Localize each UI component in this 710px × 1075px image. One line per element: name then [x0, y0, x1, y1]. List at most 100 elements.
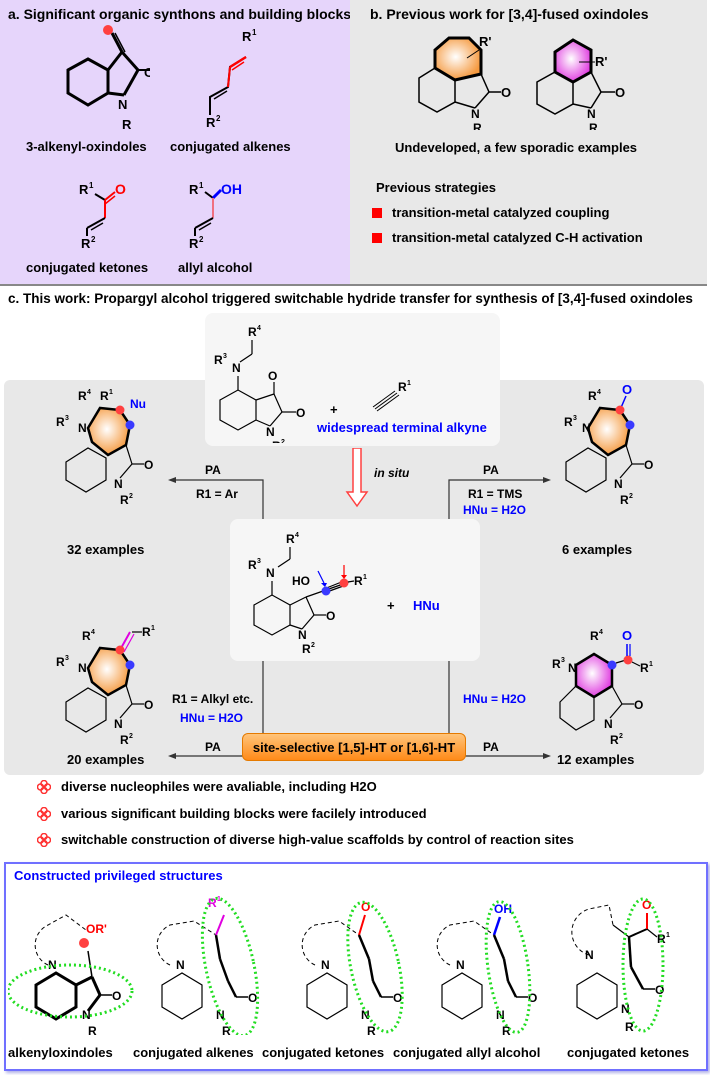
top-right-nucleophile: HNu = H2O: [463, 503, 527, 517]
svg-text:N: N: [456, 958, 465, 972]
top-left-examples: 32 examples: [67, 542, 145, 557]
feature-bullet: switchable construction of diverse high-…: [37, 832, 574, 847]
svg-text:O: O: [615, 85, 625, 100]
feature-bullet: diverse nucleophiles were avaliable, inc…: [37, 779, 377, 794]
svg-text:N: N: [78, 661, 87, 675]
svg-text:R: R: [82, 629, 91, 643]
svg-text:O: O: [112, 989, 121, 1003]
panel-b: b. Previous work for [3,4]-fused oxindol…: [350, 0, 707, 286]
svg-text:O: O: [248, 991, 257, 1005]
terminal-alkyne-label: widespread terminal alkyne: [317, 420, 487, 435]
substituent-sphere: [103, 25, 113, 35]
label-3-alkenyl-oxindoles: 3-alkenyl-oxindoles: [26, 139, 147, 154]
svg-text:2: 2: [629, 493, 633, 500]
svg-text:R: R: [100, 389, 109, 403]
svg-text:O: O: [501, 85, 511, 100]
bottom-left-catalyst: PA: [205, 740, 221, 754]
bottom-right-catalyst: PA: [483, 740, 499, 754]
svg-text:R: R: [248, 325, 257, 339]
svg-text:4: 4: [257, 325, 261, 332]
svg-text:R: R: [657, 932, 666, 946]
svg-text:R: R: [354, 574, 363, 588]
svg-text:R: R: [242, 29, 252, 44]
bottom-right-examples: 12 examples: [557, 752, 635, 767]
svg-text:R: R: [367, 1024, 376, 1035]
privileged-title: Constructed privileged structures: [14, 868, 223, 883]
svg-text:2: 2: [311, 642, 315, 649]
svg-text:N: N: [582, 421, 591, 435]
svg-text:O: O: [144, 458, 153, 472]
privileged-label-2: conjugated alkenes: [133, 1045, 254, 1060]
svg-text:R: R: [610, 733, 619, 747]
panel-b-title: b. Previous work for [3,4]-fused oxindol…: [370, 6, 649, 22]
svg-text:R: R: [398, 380, 407, 394]
label-allyl-alcohol: allyl alcohol: [178, 260, 253, 275]
svg-text:1: 1: [217, 896, 221, 903]
svg-text:1: 1: [151, 625, 155, 632]
fused-seven-ring-structure: O N R R': [418, 34, 511, 130]
svg-text:R: R: [302, 642, 311, 655]
svg-text:4: 4: [295, 532, 299, 539]
svg-text:1: 1: [407, 380, 411, 387]
panel-a: a. Significant organic synthons and buil…: [0, 0, 351, 286]
plus-sign: +: [387, 598, 395, 613]
red-atom-marker: [339, 578, 349, 588]
svg-text:Nu: Nu: [130, 397, 146, 411]
svg-text:O: O: [644, 458, 653, 472]
svg-text:O: O: [642, 898, 651, 912]
svg-text:R: R: [286, 532, 295, 546]
svg-text:R: R: [88, 1024, 97, 1035]
svg-text:1: 1: [649, 661, 653, 668]
alkenyl-oxindole-structure: O N R: [66, 25, 150, 132]
top-right-catalyst: PA: [483, 463, 499, 477]
svg-text:R: R: [189, 236, 199, 250]
svg-text:R': R': [479, 34, 491, 49]
svg-text:N: N: [496, 1008, 505, 1022]
svg-text:2: 2: [129, 733, 133, 740]
structure-allyl-alcohol: OH O NR N: [436, 900, 537, 1035]
svg-text:OR': OR': [86, 922, 107, 936]
svg-text:R: R: [620, 493, 629, 507]
plus-sign: +: [330, 402, 338, 417]
feature-bullet: various significant building blocks were…: [37, 806, 427, 821]
starting-materials-box: R4 R3 N O O N R2 + R1 widespread termina…: [205, 313, 500, 446]
svg-text:1: 1: [252, 28, 257, 37]
bottom-left-examples: 20 examples: [67, 752, 145, 767]
blue-atom-marker: [321, 586, 331, 596]
svg-text:3: 3: [573, 415, 577, 422]
svg-text:4: 4: [597, 389, 601, 396]
strategies-title: Previous strategies: [376, 180, 496, 195]
svg-text:O: O: [634, 698, 643, 712]
svg-text:N: N: [114, 717, 123, 731]
svg-text:R: R: [79, 182, 89, 197]
fused-six-ring-structure: O N R R': [536, 38, 625, 130]
svg-text:N: N: [587, 107, 596, 121]
svg-text:3: 3: [257, 558, 261, 565]
svg-text:R: R: [248, 558, 257, 572]
privileged-label-5: conjugated ketones: [567, 1045, 690, 1060]
svg-text:3: 3: [561, 657, 565, 664]
svg-text:O: O: [268, 369, 277, 383]
svg-text:N: N: [118, 97, 127, 112]
svg-text:N: N: [78, 421, 87, 435]
svg-text:N: N: [321, 958, 330, 972]
svg-text:R: R: [81, 236, 91, 250]
svg-text:R: R: [120, 733, 129, 747]
svg-text:2: 2: [216, 114, 221, 123]
svg-text:4: 4: [91, 629, 95, 636]
svg-text:1: 1: [666, 932, 670, 939]
label-conjugated-alkenes: conjugated alkenes: [170, 139, 291, 154]
svg-text:N: N: [298, 628, 307, 642]
privileged-structures-box: Constructed privileged structures: [4, 862, 708, 1071]
svg-text:O: O: [296, 406, 305, 420]
hnu-label: HNu: [413, 598, 440, 613]
svg-text:N: N: [361, 1008, 370, 1022]
top-right-condition: R1 = TMS: [468, 487, 523, 501]
top-right-examples: 6 examples: [562, 542, 633, 557]
in-situ-label: in situ: [374, 466, 410, 480]
